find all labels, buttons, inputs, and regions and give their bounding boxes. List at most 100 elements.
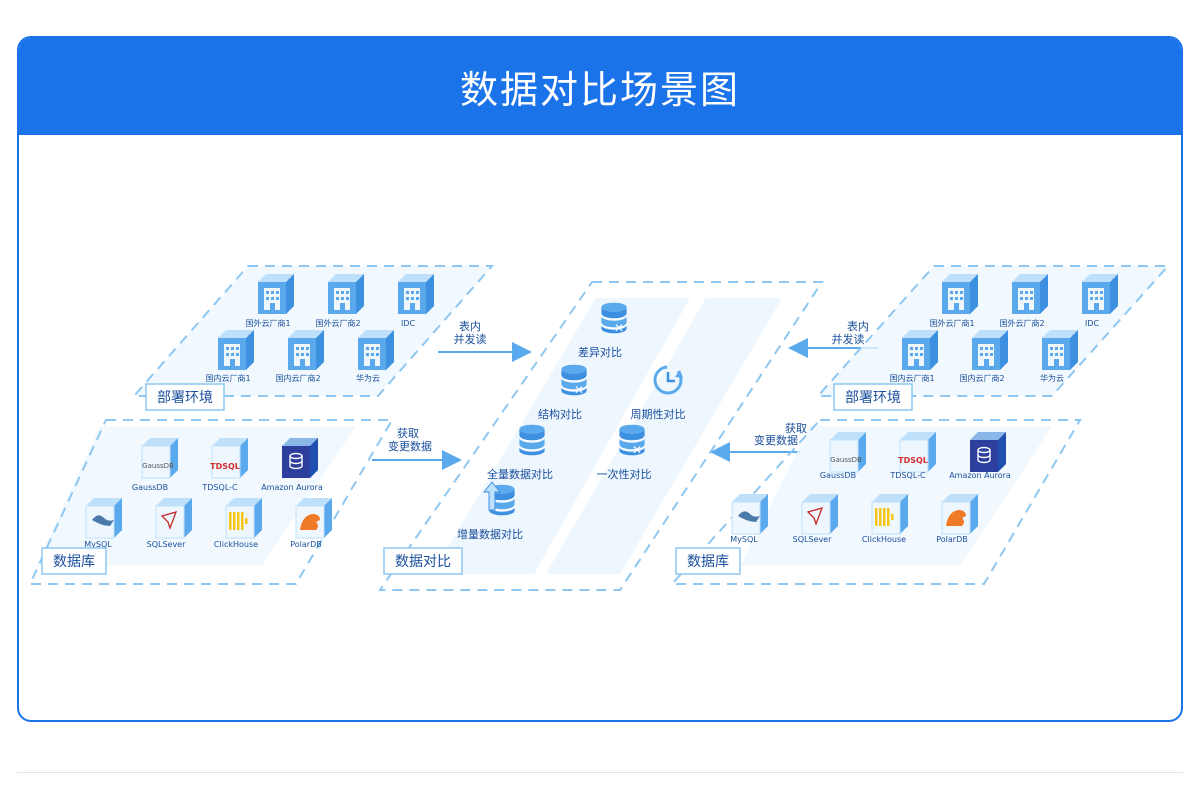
right-cloud-item-1: 国外云厂商1: [929, 274, 978, 328]
cloud-label: 华为云: [1040, 373, 1064, 383]
cloud-label: IDC: [401, 319, 416, 328]
arrow-label: 并发读: [454, 332, 487, 346]
compare-label: 结构对比: [538, 407, 582, 421]
arrow-left-mid: 获取 变更数据: [372, 427, 462, 470]
arrow-left-top: 表内 并发读: [438, 319, 532, 362]
cloud-label: 国外云厂商1: [245, 318, 290, 328]
right-db-mysql: MySQL: [730, 493, 769, 544]
gaussdb-icon: [829, 431, 867, 473]
center-item-structure: ✕ 结构对比: [538, 364, 588, 421]
db-label: MySQL: [730, 535, 758, 544]
left-db-clickhouse: ClickHouse: [214, 497, 263, 549]
arrow-label: 获取: [785, 422, 807, 435]
tag-text: 数据库: [687, 554, 729, 570]
left-db-tdsql: TDSQL TDSQL-C: [201, 437, 249, 492]
left-db-mysql: MySQL: [84, 497, 123, 549]
gaussdb-logo: GaussDB: [142, 462, 174, 470]
tdsql-icon: [899, 431, 937, 473]
tdsql-logo: TDSQL: [898, 456, 928, 465]
tdsql-icon: [211, 437, 249, 479]
db-label: Amazon Aurora: [261, 483, 323, 492]
left-db-aurora: Amazon Aurora: [261, 437, 323, 492]
right-db-aurora: Amazon Aurora: [949, 431, 1011, 480]
cross-icon: ✕: [614, 321, 624, 335]
left-cloud-item-1: 国外云厂商1: [245, 274, 294, 328]
building-icon: [328, 274, 364, 314]
tag-text: 部署环境: [157, 390, 213, 406]
arrow-label: 变更数据: [754, 433, 798, 447]
compare-label: 一次性对比: [597, 467, 652, 481]
building-icon: [288, 330, 324, 370]
db-label: SQLSever: [793, 535, 832, 544]
right-cloud-item-2: 国外云厂商2: [999, 274, 1048, 328]
cross-icon: ✕: [632, 443, 642, 457]
polardb-logo-icon: [300, 514, 320, 530]
left-cloud-item-5: 国内云厂商2: [275, 330, 324, 383]
gaussdb-icon: [141, 437, 179, 479]
bottom-divider: [17, 772, 1183, 773]
cloud-label: 国内云厂商1: [889, 373, 934, 383]
left-db-polardb: PolarDB: [290, 497, 333, 549]
left-deploy-tag: 部署环境: [145, 383, 225, 411]
cloud-label: 国内云厂商2: [959, 373, 1004, 383]
tdsql-logo: TDSQL: [210, 462, 240, 471]
db-label: GaussDB: [820, 471, 856, 480]
arrow-label: 获取: [397, 427, 419, 440]
tag-text: 部署环境: [845, 390, 901, 406]
clickhouse-logo-icon: [229, 512, 248, 530]
db-label: TDSQL-C: [889, 471, 926, 480]
building-icon: [218, 330, 254, 370]
db-label: ClickHouse: [862, 535, 906, 544]
left-db-sqlserver: SQLSever: [147, 497, 193, 549]
center-item-periodic: 周期性对比: [631, 365, 686, 421]
left-db-tag: 数据库: [41, 547, 107, 575]
db-label: Amazon Aurora: [949, 471, 1011, 480]
left-cloud-item-6: 华为云: [356, 330, 394, 383]
aurora-icon: [281, 437, 319, 479]
page-title: 数据对比场景图: [459, 68, 740, 112]
building-icon: [358, 330, 394, 370]
right-cloud-item-4: 国内云厂商1: [889, 330, 938, 383]
aurora-icon: [969, 431, 1007, 473]
arrow-right-mid: 获取 变更数据: [710, 422, 807, 462]
up-arrow-icon: [482, 481, 502, 511]
right-db-tdsql: TDSQL TDSQL-C: [889, 431, 937, 480]
center-item-incremental: 增量数据对比: [457, 481, 523, 541]
cycle-clock-icon: [653, 365, 683, 395]
cloud-label: 国内云厂商1: [205, 373, 250, 383]
dolphin-icon: [92, 515, 114, 526]
arrow-label: 表内: [459, 319, 481, 333]
gaussdb-logo: GaussDB: [830, 456, 862, 464]
db-label: GaussDB: [132, 483, 168, 492]
polardb-logo-icon: [946, 510, 966, 526]
db-label: PolarDB: [290, 540, 322, 549]
sqlserver-logo-icon: [806, 507, 824, 526]
db-label: TDSQL-C: [201, 483, 238, 492]
left-cloud-item-2: 国外云厂商2: [315, 274, 364, 328]
right-db-sqlserver: SQLSever: [793, 493, 839, 544]
sqlserver-logo-icon: [160, 511, 178, 530]
cloud-label: 国外云厂商1: [929, 318, 974, 328]
right-deploy-tag: 部署环境: [833, 383, 913, 411]
compare-label: 差异对比: [578, 345, 622, 359]
center-tag: 数据对比: [383, 547, 463, 575]
right-db-gaussdb: GaussDB GaussDB: [820, 431, 867, 480]
clickhouse-logo-icon: [875, 508, 894, 526]
building-icon: [1082, 274, 1118, 314]
cloud-label: 国外云厂商2: [999, 318, 1044, 328]
building-icon: [398, 274, 434, 314]
building-icon: [1012, 274, 1048, 314]
right-cloud-item-3: IDC: [1082, 274, 1118, 328]
cloud-label: 华为云: [356, 373, 380, 383]
building-icon: [258, 274, 294, 314]
db-label: SQLSever: [147, 540, 186, 549]
db-label: MySQL: [84, 540, 112, 549]
building-icon: [972, 330, 1008, 370]
tag-text: 数据库: [53, 554, 95, 570]
db-label: ClickHouse: [214, 540, 258, 549]
center-item-once: ✕ 一次性对比: [597, 424, 652, 481]
arrow-label: 并发读: [832, 332, 865, 346]
left-cloud-item-4: 国内云厂商1: [205, 330, 254, 383]
left-db-gaussdb: GaussDB GaussDB: [132, 437, 179, 492]
